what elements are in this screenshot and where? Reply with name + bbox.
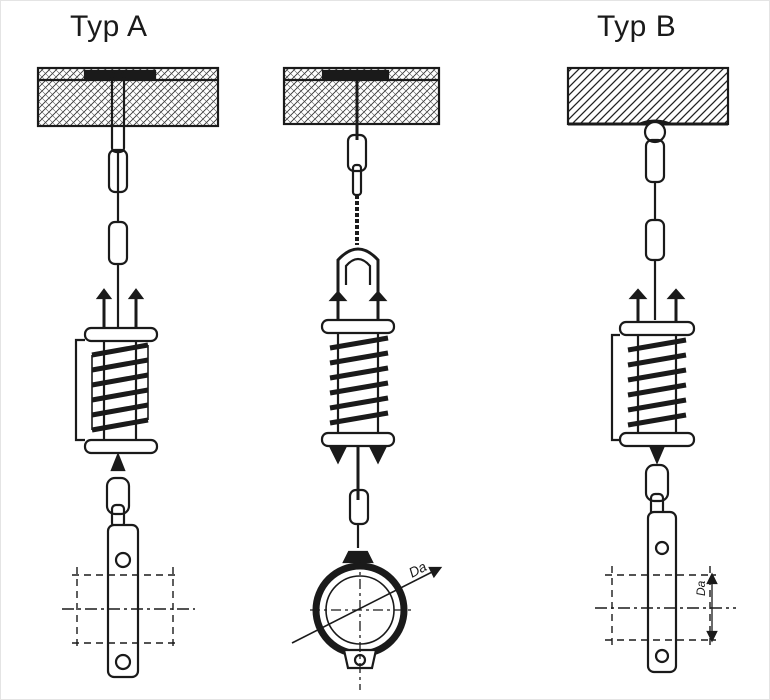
ceiling-slab-a <box>36 66 220 128</box>
pipe-clamp-b: Da <box>595 510 736 674</box>
spring-assembly-center <box>320 290 396 500</box>
chain-b <box>644 138 666 320</box>
pipe-diameter-label: Da <box>406 558 430 581</box>
pipe-clamp-a <box>62 523 195 679</box>
hanger-type-a <box>36 66 220 679</box>
clamp-dimension-label: Da <box>694 580 708 596</box>
hanger-type-b: Da <box>566 66 736 674</box>
spring-assembly-b <box>610 288 696 465</box>
type-b-label: Typ B <box>597 10 677 43</box>
lower-link-center <box>342 488 374 564</box>
lower-link-a <box>105 476 131 529</box>
ceiling-slab-b <box>566 66 730 144</box>
chain-center <box>336 72 380 290</box>
type-a-label: Typ A <box>70 10 148 43</box>
chain-a <box>107 70 129 330</box>
lower-link-b <box>644 463 670 518</box>
ceiling-slab-center <box>282 66 441 126</box>
pipe-ring-clamp: Da <box>291 558 443 690</box>
spring-assembly-a <box>74 288 159 472</box>
hanger-center: Da <box>282 66 443 690</box>
